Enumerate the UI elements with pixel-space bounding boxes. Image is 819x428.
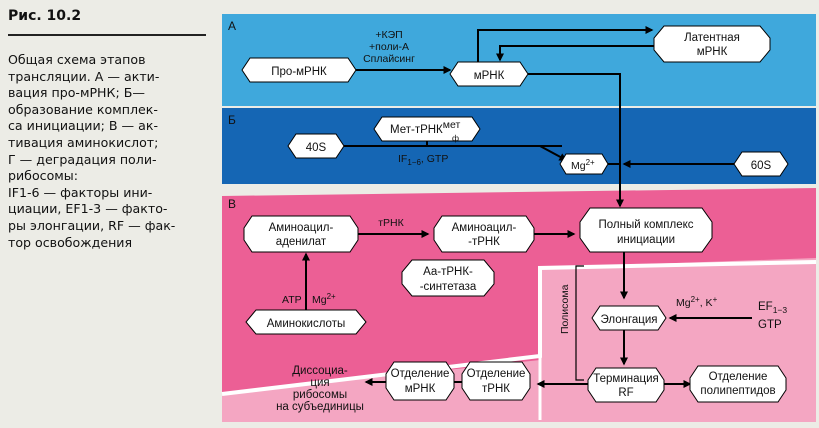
caption-line: са инициации; В — ак- bbox=[8, 118, 159, 134]
aminoacyl-adenylate-box bbox=[243, 215, 359, 253]
figure-label: Рис. 10.2 bbox=[8, 8, 82, 24]
modifier-splicing: Сплайсинг bbox=[363, 53, 415, 65]
met-trna-sub: ф bbox=[452, 133, 459, 143]
trna-label: тРНК bbox=[378, 217, 404, 229]
trna-release-line2: тРНК bbox=[482, 383, 510, 395]
modifier-polya: +поли-А bbox=[369, 41, 409, 53]
mrna-release-line2: мРНК bbox=[405, 383, 436, 395]
s40-label: 40S bbox=[306, 142, 327, 154]
termination-line1: Терминация bbox=[593, 373, 659, 385]
met-trna-box bbox=[373, 116, 481, 142]
mg-label: Mg2+ bbox=[571, 158, 595, 172]
elongation-box bbox=[591, 305, 667, 331]
caption-text: Общая схема этапов трансляции. А — акти-… bbox=[8, 52, 212, 251]
if-sub: 1−6 bbox=[407, 158, 421, 167]
caption-line: Г — деградация поли- bbox=[8, 151, 157, 167]
met-trna-sup: мет bbox=[443, 119, 461, 131]
pro-mrna-box bbox=[241, 57, 357, 83]
init-complex-line1: Полный комплекс bbox=[598, 219, 693, 231]
synthetase-box bbox=[401, 259, 495, 297]
aminoacyl-trna-line1: Аминоацил- bbox=[452, 222, 517, 234]
figure-caption: Рис. 10.2 bbox=[8, 8, 208, 24]
mgk-plus: + bbox=[713, 295, 718, 304]
mg-c-label: Mg2+ bbox=[312, 292, 336, 306]
latent-mrna-line2: мРНК bbox=[697, 46, 728, 58]
section-a-label: А bbox=[228, 19, 236, 33]
mrna-release-box bbox=[385, 361, 455, 401]
polypeptide-release-line1: Отделение bbox=[709, 371, 768, 383]
caption-line: образование комплек- bbox=[8, 101, 158, 117]
synthetase-line2: -синтетаза bbox=[420, 281, 477, 293]
caption-line: тивация аминокислот; bbox=[8, 134, 159, 150]
trna-release-box bbox=[461, 361, 531, 401]
latent-mrna-line1: Латентная bbox=[684, 32, 740, 44]
arrow-latent-to-mrna bbox=[496, 45, 654, 62]
caption-line: IF1-6 — факторы ини- bbox=[8, 184, 153, 200]
polypeptide-release-box bbox=[689, 365, 787, 403]
aminoacyl-trna-box bbox=[433, 215, 535, 253]
mg-sup: 2+ bbox=[586, 158, 595, 167]
mg-box bbox=[559, 153, 609, 175]
dissociation-line3: рибосомы bbox=[293, 389, 347, 401]
caption-line: Общая схема этапов bbox=[8, 52, 146, 67]
mgk-text: Mg bbox=[676, 297, 691, 309]
if-gtp-label: IF1−6, GTP bbox=[398, 153, 448, 167]
met-trna-text: Мет-тРНК bbox=[390, 124, 443, 136]
polypeptide-release-line2: полипептидов bbox=[700, 385, 775, 397]
met-trna-label: Мет-тРНКмет bbox=[390, 119, 460, 136]
dissociation-line4: на субъединицы bbox=[276, 401, 364, 413]
aminoacyl-adenylate-line2: аденилат bbox=[276, 236, 327, 248]
init-complex-box bbox=[579, 207, 713, 253]
mrna-label: мРНК bbox=[474, 70, 505, 82]
arrow-mrna-to-latent bbox=[477, 26, 654, 62]
gtp-label: GTP bbox=[758, 319, 782, 331]
mgk-rest: , K bbox=[700, 297, 713, 309]
modifier-cap: +КЭП bbox=[375, 29, 402, 41]
caption-line: рибосомы: bbox=[8, 168, 78, 184]
termination-line2: RF bbox=[618, 387, 633, 399]
if-gtp-text: , GTP bbox=[421, 153, 448, 165]
s60-label: 60S bbox=[751, 160, 772, 172]
caption-line: вация про-мРНК; Б— bbox=[8, 85, 145, 101]
section-b-label: Б bbox=[228, 113, 236, 127]
arrow-mrna-to-init bbox=[528, 73, 624, 208]
mrna-box bbox=[449, 61, 529, 87]
caption-line: циации, EF1-3 — факто- bbox=[8, 201, 168, 217]
caption-rule bbox=[8, 34, 206, 36]
ef-sub: 1−3 bbox=[773, 305, 788, 315]
caption-line: ры элонгации, RF — фак- bbox=[8, 217, 176, 233]
if-text: IF bbox=[398, 153, 407, 165]
arrow-into-mg bbox=[539, 145, 568, 161]
polysome-bracket bbox=[575, 265, 584, 381]
mg-c-sup: 2+ bbox=[327, 292, 336, 301]
elongation-label: Элонгация bbox=[600, 314, 657, 326]
ef-label: EF1−3 bbox=[758, 301, 787, 315]
polysome-label: Полисома bbox=[559, 284, 571, 334]
dissociation-line1: Диссоциа- bbox=[292, 365, 348, 377]
trna-release-line1: Отделение bbox=[467, 368, 526, 380]
mg-text: Mg bbox=[571, 160, 586, 172]
mgk-sup: 2+ bbox=[691, 295, 700, 304]
mg-k-label: Mg2+, K+ bbox=[676, 295, 718, 309]
caption-line: тор освобождения bbox=[8, 234, 133, 250]
mg-c-text: Mg bbox=[312, 294, 327, 306]
amino-acids-label: Аминокислоты bbox=[267, 318, 345, 330]
aminoacyl-trna-line2: -тРНК bbox=[468, 236, 500, 248]
amino-acids-box bbox=[245, 309, 367, 335]
latent-mrna-box bbox=[653, 25, 771, 63]
ef-text: EF bbox=[758, 301, 773, 313]
mrna-release-line1: Отделение bbox=[391, 368, 450, 380]
dissociation-line2: ция bbox=[310, 377, 329, 389]
section-c-label: В bbox=[228, 197, 236, 211]
init-complex-line2: инициации bbox=[617, 234, 675, 246]
aminoacyl-adenylate-line1: Аминоацил- bbox=[269, 222, 334, 234]
atp-label: ATP bbox=[282, 294, 302, 306]
synthetase-line1: Аа-тРНК- bbox=[423, 266, 473, 278]
pro-mrna-label: Про-мРНК bbox=[271, 66, 327, 78]
caption-line: трансляции. А — акти- bbox=[8, 68, 160, 84]
s40-box bbox=[287, 133, 345, 159]
